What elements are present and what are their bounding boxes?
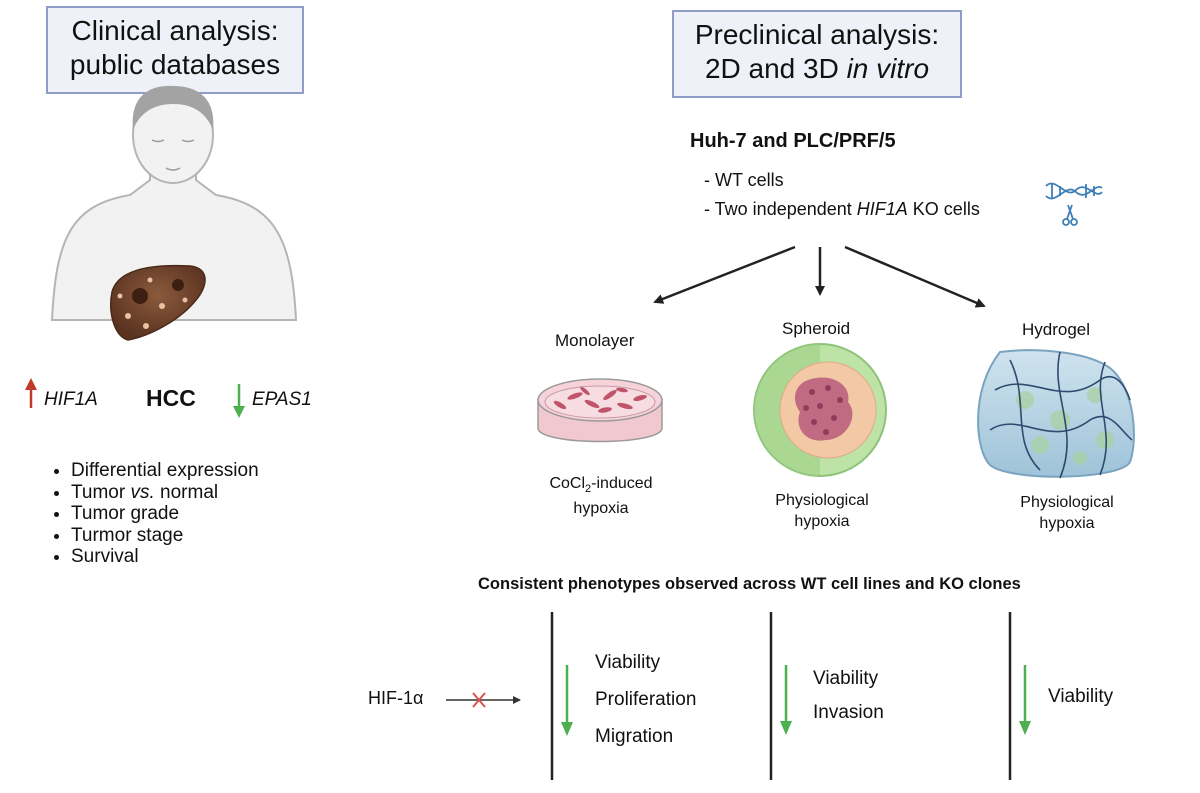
arrow-to-hydrogel: [844, 245, 986, 308]
wt-cells-label: - WT cells: [704, 170, 784, 190]
disease-hcc-label: HCC: [146, 385, 196, 411]
clinical-title-box: Clinical analysis: public databases: [46, 6, 304, 94]
clinical-title-line2: public databases: [69, 49, 281, 80]
list-item: Survival: [71, 546, 259, 568]
human-figure-icon: [50, 85, 298, 321]
spheroid-down-arrow-icon: [780, 665, 792, 735]
cell-lines-label: Huh-7 and PLC/PRF/5: [690, 130, 896, 152]
preclinical-title-line2: 2D and 3D in vitro: [704, 53, 930, 84]
down-arrow-icon: [233, 384, 245, 418]
dna-crispr-icon: [1045, 182, 1103, 226]
inhibition-x-icon: [472, 692, 486, 708]
model-monolayer-label: Monolayer: [555, 331, 635, 350]
preclinical-title-line1: Preclinical analysis:: [694, 19, 940, 50]
model-hydrogel-label: Hydrogel: [1022, 320, 1091, 339]
ko-cells-label: - Two independent HIF1A KO cells: [704, 199, 980, 219]
petri-dish-icon: [537, 378, 663, 443]
liver-tumor-icon: [110, 264, 206, 341]
list-item: Turmor stage: [71, 525, 259, 547]
model-spheroid-label: Spheroid: [782, 319, 851, 338]
phenotypes-heading: Consistent phenotypes observed across WT…: [478, 575, 1021, 593]
spheroid-effects: Viability Invasion: [813, 668, 884, 723]
spheroid-condition: Physiological hypoxia: [775, 492, 869, 530]
list-item: Tumor vs. normal: [71, 482, 259, 504]
hydrogel-effects: Viability: [1048, 686, 1114, 707]
hif1a-factor-label: HIF-1α: [368, 688, 424, 708]
monolayer-effects: Viability Proliferation Migration: [595, 652, 697, 747]
clinical-analysis-list: Differential expression Tumor vs. normal…: [45, 460, 259, 568]
hydrogel-condition: Physiological hypoxia: [1020, 494, 1114, 532]
spheroid-icon: [753, 343, 887, 477]
preclinical-title-box: Preclinical analysis: 2D and 3D in vitro: [672, 10, 962, 98]
list-item: Tumor grade: [71, 503, 259, 525]
clinical-title-line1: Clinical analysis:: [71, 15, 279, 46]
list-item: Differential expression: [71, 460, 259, 482]
up-arrow-icon: [25, 378, 37, 408]
arrow-to-monolayer: [653, 245, 796, 304]
gene-hif1a-label: HIF1A: [44, 389, 98, 410]
monolayer-condition: CoCl2-induced hypoxia: [549, 475, 653, 518]
gene-epas1-label: EPAS1: [252, 389, 312, 410]
monolayer-down-arrow-icon: [561, 665, 573, 736]
hydrogel-down-arrow-icon: [1019, 665, 1031, 735]
hydrogel-icon: [977, 349, 1135, 479]
